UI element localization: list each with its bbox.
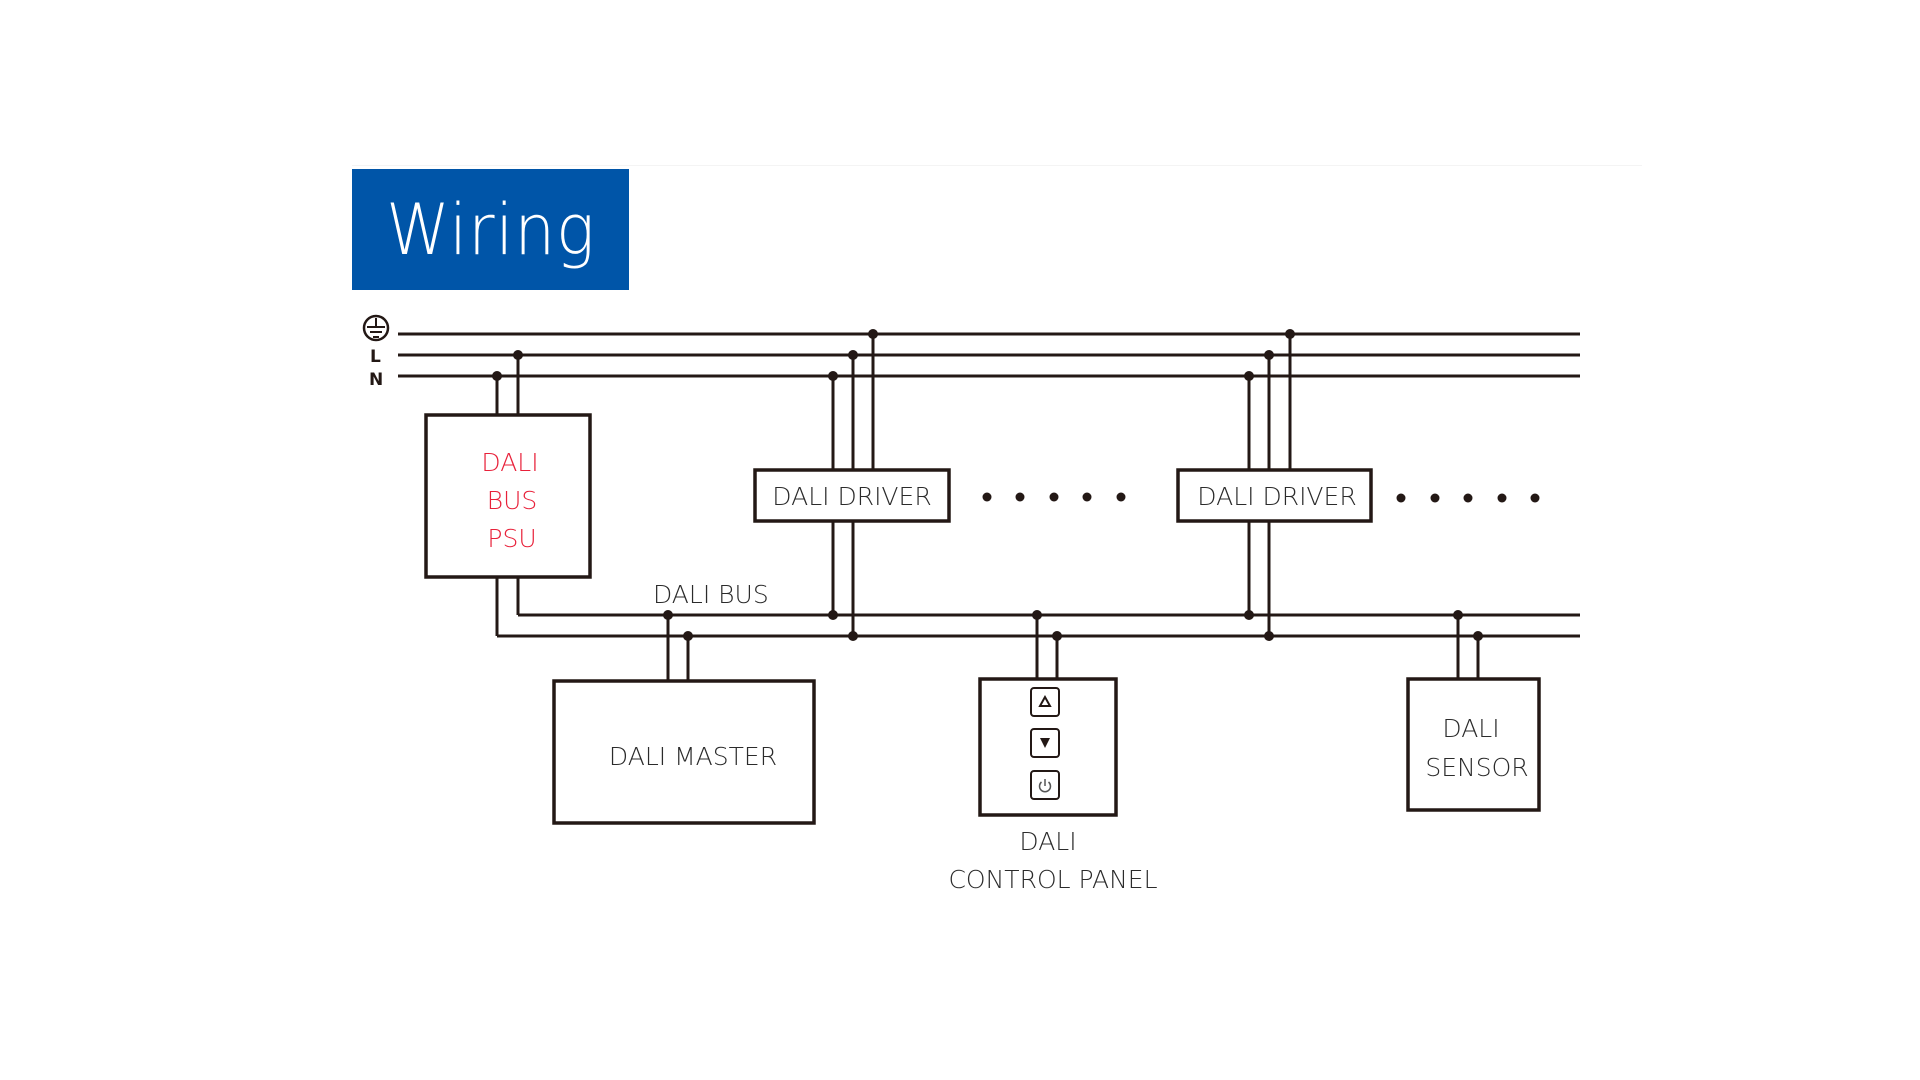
- dali-driver-2-box: [1176, 468, 1373, 523]
- psu-label-line: PSU: [487, 524, 536, 553]
- header-divider: [352, 165, 1642, 166]
- dali-driver-1-box: [753, 468, 951, 523]
- dali-driver-1-label: DALI DRIVER: [772, 482, 931, 511]
- junction-node: [1244, 610, 1254, 620]
- junction-node: [1032, 610, 1042, 620]
- earth-symbol: [362, 314, 390, 342]
- junction-node: [1264, 350, 1274, 360]
- junction-node: [848, 631, 858, 641]
- dali-master-label: DALI MASTER: [609, 742, 777, 771]
- junction-node: [1244, 371, 1254, 381]
- sensor-label-line: SENSOR: [1425, 753, 1528, 782]
- dali-bus-label: DALI BUS: [653, 580, 769, 609]
- junction-node: [1052, 631, 1062, 641]
- dali-master-box: [552, 679, 816, 825]
- junction-node: [868, 329, 878, 339]
- control-panel-label-line: DALI: [1019, 827, 1076, 856]
- power-icon: [1038, 779, 1052, 793]
- dali-sensor-box: [1406, 677, 1541, 812]
- neutral-label: N: [369, 370, 383, 390]
- junction-node: [1453, 610, 1463, 620]
- junction-node: [683, 631, 693, 641]
- control-panel-down-button: [1030, 728, 1060, 758]
- continuation-dots-1: [982, 492, 1126, 502]
- junction-node: [1285, 329, 1295, 339]
- junction-node: [492, 371, 502, 381]
- control-panel-up-button: [1030, 687, 1060, 717]
- continuation-dots-2: [1396, 493, 1540, 503]
- live-label: L: [370, 347, 381, 367]
- junction-node: [513, 350, 523, 360]
- down-triangle-icon: [1040, 738, 1050, 748]
- sensor-label-line: DALI: [1442, 714, 1499, 743]
- psu-label-line: DALI: [481, 448, 538, 477]
- control-panel-power-button: [1030, 770, 1060, 800]
- junction-node: [848, 350, 858, 360]
- junction-node: [1473, 631, 1483, 641]
- dali-driver-2-label: DALI DRIVER: [1197, 482, 1356, 511]
- junction-node: [828, 371, 838, 381]
- section-title-banner: Wiring: [352, 169, 629, 290]
- section-title: Wiring: [385, 188, 596, 271]
- dali-bus-psu-box: [424, 413, 592, 579]
- protective-earth-icon: [362, 314, 390, 342]
- psu-label-line: BUS: [487, 486, 538, 515]
- junction-node: [663, 610, 673, 620]
- junction-node: [1264, 631, 1274, 641]
- junction-node: [828, 610, 838, 620]
- control-panel-label-line: CONTROL PANEL: [948, 865, 1157, 894]
- up-triangle-icon: [1038, 694, 1052, 707]
